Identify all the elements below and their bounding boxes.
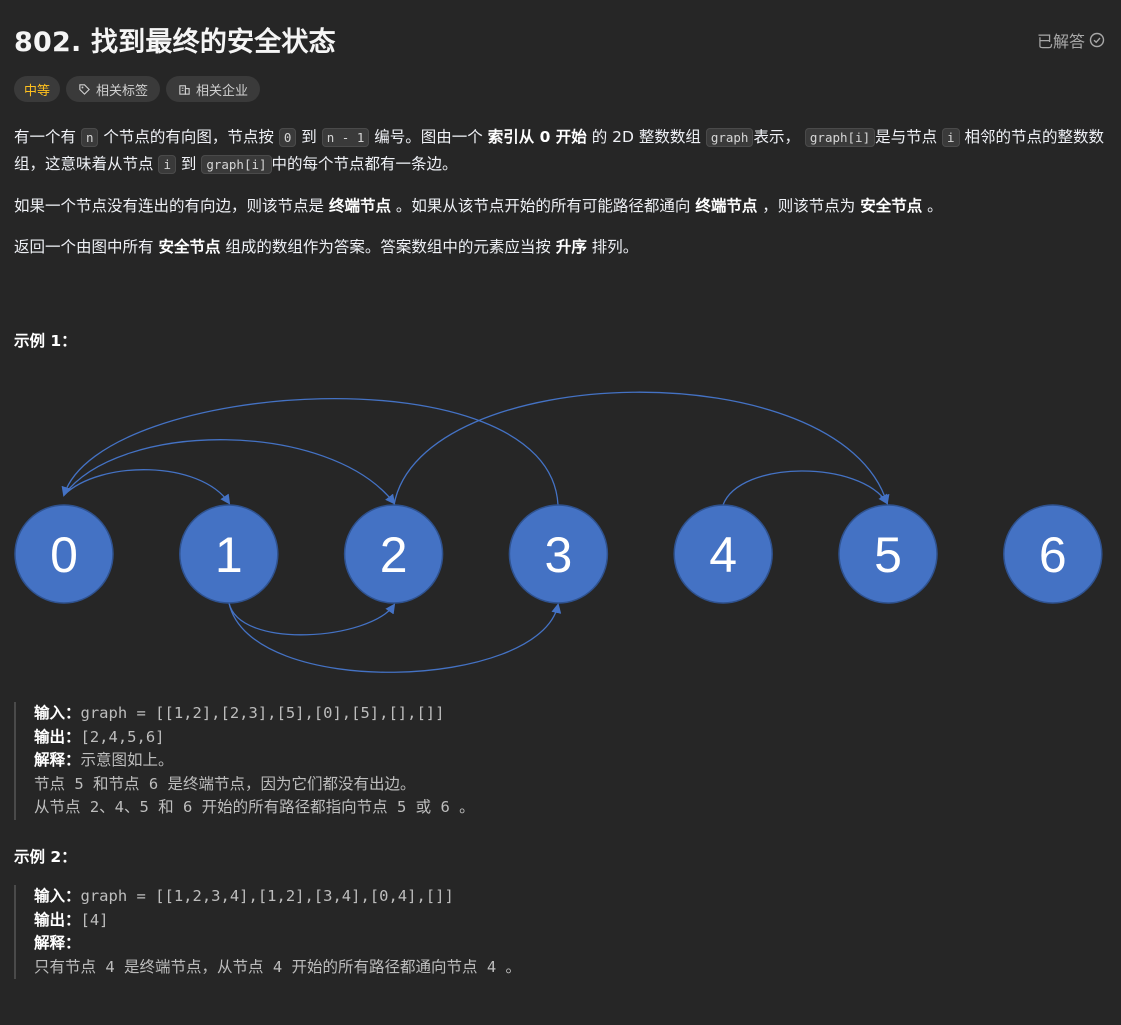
- graph-node-label: 0: [50, 527, 78, 583]
- edge-1-3: [228, 602, 562, 673]
- check-circle-icon: [1089, 32, 1105, 48]
- related-tags-label: 相关标签: [96, 83, 149, 99]
- example-2-output: 输出：[4]: [34, 910, 109, 929]
- example-2-block: 输入：graph = [[1,2,3,4],[1,2],[3,4],[0,4],…: [14, 885, 521, 979]
- description-paragraph-3: 返回一个由图中所有 安全节点 组成的数组作为答案。答案数组中的元素应当按 升序 …: [14, 238, 639, 256]
- graph-node-label: 2: [380, 527, 408, 583]
- inline-code: i: [158, 155, 176, 174]
- inline-code: n: [80, 128, 99, 147]
- difficulty-badge[interactable]: 中等: [14, 76, 61, 102]
- example-graph-diagram: 0 1 2 3 4 5 6: [14, 391, 1103, 673]
- example-2-explain-line-1: 只有节点 4 是终端节点，从节点 4 开始的所有路径都通向节点 4 。: [34, 957, 521, 976]
- problem-description: 有一个有 n 个节点的有向图，节点按 0 到 n - 1 编号。图由一个 索引从…: [14, 124, 1106, 275]
- tag-icon: [79, 83, 90, 95]
- example-1-input: 输入：graph = [[1,2],[2,3],[5],[0],[5],[],[…: [34, 704, 445, 722]
- example-2-input: 输入：graph = [[1,2,3,4],[1,2],[3,4],[0,4],…: [34, 887, 454, 905]
- graph-node-label: 4: [709, 527, 737, 583]
- graph-node-label: 3: [544, 527, 572, 583]
- graph-node-label: 6: [1039, 527, 1067, 583]
- related-companies-button[interactable]: 相关企业: [166, 76, 261, 102]
- example-1-block: 输入：graph = [[1,2],[2,3],[5],[0],[5],[],[…: [14, 702, 475, 820]
- graph-node-0: [14, 504, 114, 604]
- example-1-title: 示例 1：: [14, 332, 77, 350]
- edge-1-2: [228, 602, 396, 636]
- edge-4-5: [722, 470, 889, 506]
- inline-code: n - 1: [321, 128, 370, 147]
- solved-status: 已解答: [1037, 28, 1105, 52]
- building-icon: [179, 84, 190, 95]
- example-2-explain: 解释：: [34, 934, 81, 952]
- edge-0-1: [63, 469, 231, 505]
- inline-code: 0: [278, 128, 297, 147]
- example-1-explain: 解释：示意图如上。: [34, 751, 174, 769]
- example-2-title: 示例 2：: [14, 848, 77, 866]
- graph-node-4: [673, 504, 773, 604]
- description-paragraph-2: 如果一个节点没有连出的有向边，则该节点是 终端节点 。如果从该节点开始的所有可能…: [14, 197, 943, 215]
- graph-node-3: [508, 504, 609, 604]
- inline-code: i: [942, 128, 960, 147]
- edge-3-0: [61, 397, 559, 506]
- problem-title: 802. 找到最终的安全状态: [14, 27, 336, 58]
- solved-label: 已解答: [1036, 32, 1085, 51]
- edge-2-5: [393, 391, 890, 506]
- inline-code: graph: [705, 128, 754, 147]
- related-tags-button[interactable]: 相关标签: [66, 76, 161, 102]
- inline-code: graph[i]: [201, 155, 272, 174]
- example-1-explain-line-2: 节点 5 和节点 6 是终端节点，因为它们都没有出边。: [34, 774, 416, 793]
- graph-node-label: 5: [874, 527, 902, 583]
- inline-code: graph[i]: [804, 128, 876, 147]
- graph-node-5: [838, 504, 938, 604]
- example-1-explain-line-3: 从节点 2、4、5 和 6 开始的所有路径都指向节点 5 或 6 。: [34, 798, 475, 816]
- graph-node-6: [1003, 504, 1103, 604]
- example-1-output: 输出：[2,4,5,6]: [34, 727, 165, 746]
- graph-node-2: [343, 504, 444, 604]
- graph-node-1: [179, 504, 279, 604]
- title-row: 802. 找到最终的安全状态 已解答: [14, 20, 1105, 60]
- description-paragraph-1: 有一个有 n 个节点的有向图，节点按 0 到 n - 1 编号。图由一个 索引从…: [14, 128, 1105, 174]
- tag-bar: 中等 相关标签 相关企业: [14, 76, 261, 102]
- edge-0-2: [63, 439, 396, 505]
- graph-node-label: 1: [215, 527, 243, 583]
- related-companies-label: 相关企业: [196, 83, 249, 99]
